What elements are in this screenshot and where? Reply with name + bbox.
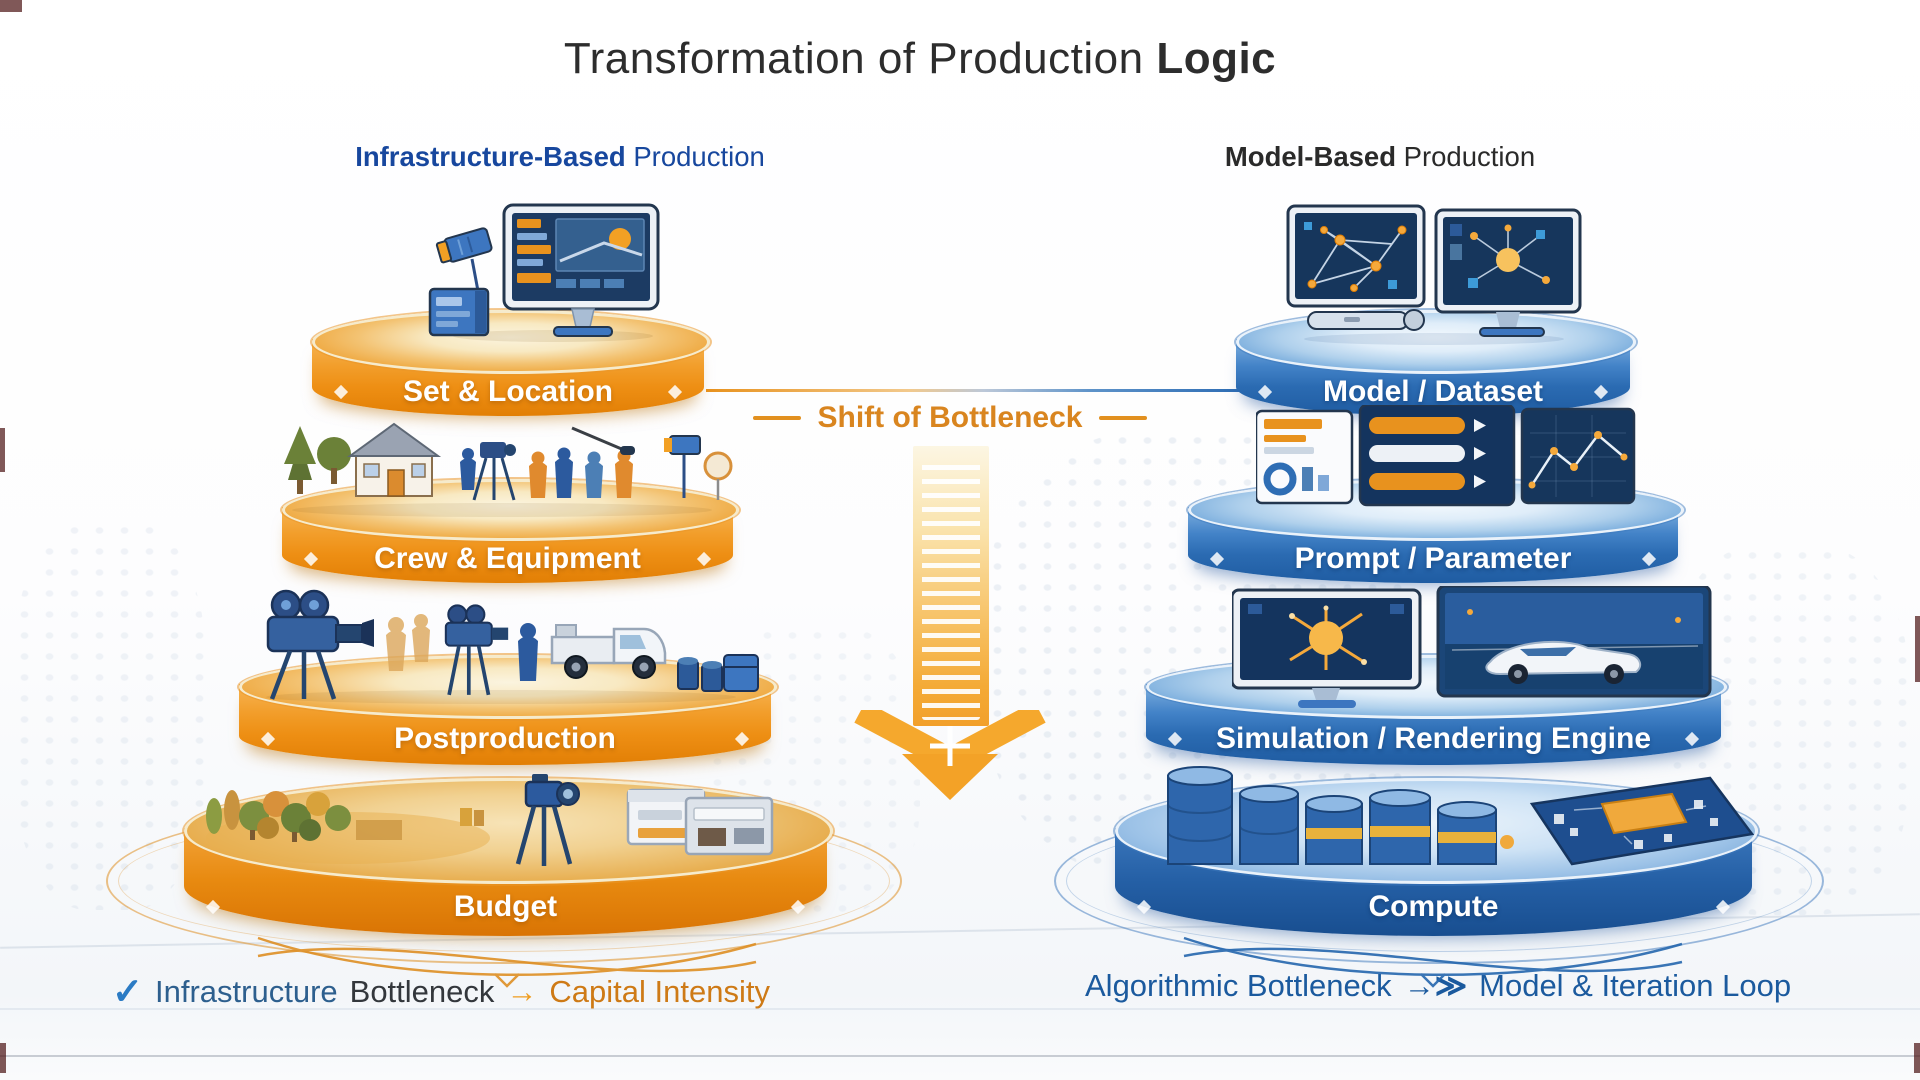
floor-line	[0, 1008, 1920, 1010]
arrow-stripes	[922, 456, 980, 720]
page-title-emphasis: Logic	[1156, 34, 1277, 83]
tier-top-surface	[312, 310, 710, 374]
film-set-crew-icon	[284, 422, 733, 517]
bottleneck-connector-line	[706, 389, 1240, 392]
right-caption-term: Algorithmic Bottleneck	[1085, 968, 1392, 1003]
tier-label: Prompt / Parameter	[1294, 542, 1572, 575]
right-header-emphasis: Model-Based	[1224, 141, 1396, 172]
left-header-emphasis: Infrastructure-Based	[355, 141, 626, 172]
tier-label: Crew & Equipment	[374, 542, 641, 575]
tier-label: Simulation / Rendering Engine	[1215, 722, 1652, 755]
right-brace-swash	[1183, 936, 1683, 988]
left-caption-term-primary: Infrastructure	[155, 974, 338, 1009]
tier-model-dataset: Model / Dataset	[1236, 310, 1636, 456]
right-caption-result: Model & Iteration Loop	[1479, 968, 1792, 1003]
camera-truck-equipment-icon	[266, 589, 759, 704]
bottom-rule	[0, 1055, 1920, 1057]
tier-label: Model / Dataset	[1322, 375, 1544, 408]
left-caption-term-secondary: Bottleneck	[349, 974, 495, 1009]
editing-workstation-icon	[428, 203, 660, 342]
right-header-rest: Production	[1403, 141, 1536, 172]
edge-artifact	[0, 1043, 6, 1073]
edge-artifact	[1915, 616, 1920, 682]
edge-artifact	[1914, 1043, 1920, 1073]
shift-down-arrow-icon	[913, 446, 989, 726]
left-brace-swash	[257, 936, 757, 988]
shift-down-arrowhead-icon	[854, 710, 1046, 800]
tier-label: Compute	[1368, 890, 1499, 923]
tier-label: Set & Location	[402, 375, 613, 408]
shift-label-text: Shift of Bottleneck	[817, 401, 1083, 434]
prompt-dashboard-panels-icon	[1256, 405, 1636, 507]
edge-artifact	[0, 428, 5, 472]
tier-label: Budget	[453, 890, 558, 923]
render-engine-displays-icon	[1232, 586, 1712, 708]
tier-label: Postproduction	[394, 722, 616, 755]
location-landscape-gear-icon	[206, 774, 774, 866]
network-model-monitors-icon	[1286, 204, 1582, 345]
left-column-header: Infrastructure-Based Production	[310, 141, 810, 173]
page-title: Transformation of Production Logic	[460, 34, 1380, 84]
page-title-lead: Transformation of Production	[563, 34, 1144, 83]
left-caption-result: Capital Intensity	[549, 974, 770, 1009]
left-caption: ✓ Infrastructure Bottleneck → Capital In…	[112, 968, 770, 1012]
shift-of-bottleneck-label: Shift of Bottleneck	[720, 399, 1180, 437]
tier-set-location: Set & Location	[312, 310, 710, 456]
dash-line	[1098, 416, 1147, 420]
database-gpu-compute-icon	[1167, 766, 1755, 866]
left-header-rest: Production	[633, 141, 765, 172]
dash-line	[753, 416, 802, 420]
right-column-header: Model-Based Production	[1130, 141, 1630, 173]
edge-artifact	[0, 0, 22, 12]
tier-top-surface	[1236, 310, 1636, 374]
check-icon: ✓	[112, 971, 144, 1012]
